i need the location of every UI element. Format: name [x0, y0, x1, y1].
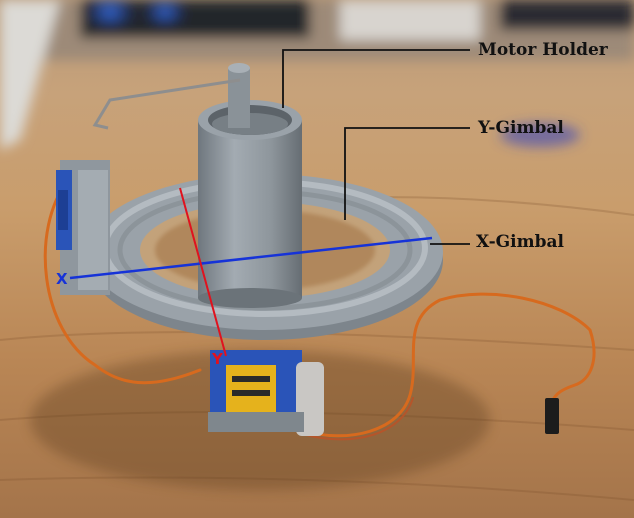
wire-hook: [92, 78, 241, 130]
y-axis-label: Y: [212, 350, 223, 368]
x-axis-label: X: [56, 270, 68, 288]
x-gimbal-label: X-Gimbal: [476, 232, 564, 252]
background-blur: [0, 0, 634, 150]
motor-holder-tube: [198, 100, 302, 308]
leader-lines: [282, 49, 470, 245]
servo-wires: [43, 178, 596, 441]
wire-connector: [545, 398, 559, 434]
y-axis-line: [179, 187, 227, 357]
motor-holder-label: Motor Holder: [478, 40, 608, 60]
x-axis-line: [69, 236, 433, 280]
bottom-servo: [208, 350, 324, 436]
left-servo-mount: [56, 160, 110, 295]
top-post: [228, 68, 250, 128]
y-gimbal-label: Y-Gimbal: [478, 118, 564, 138]
